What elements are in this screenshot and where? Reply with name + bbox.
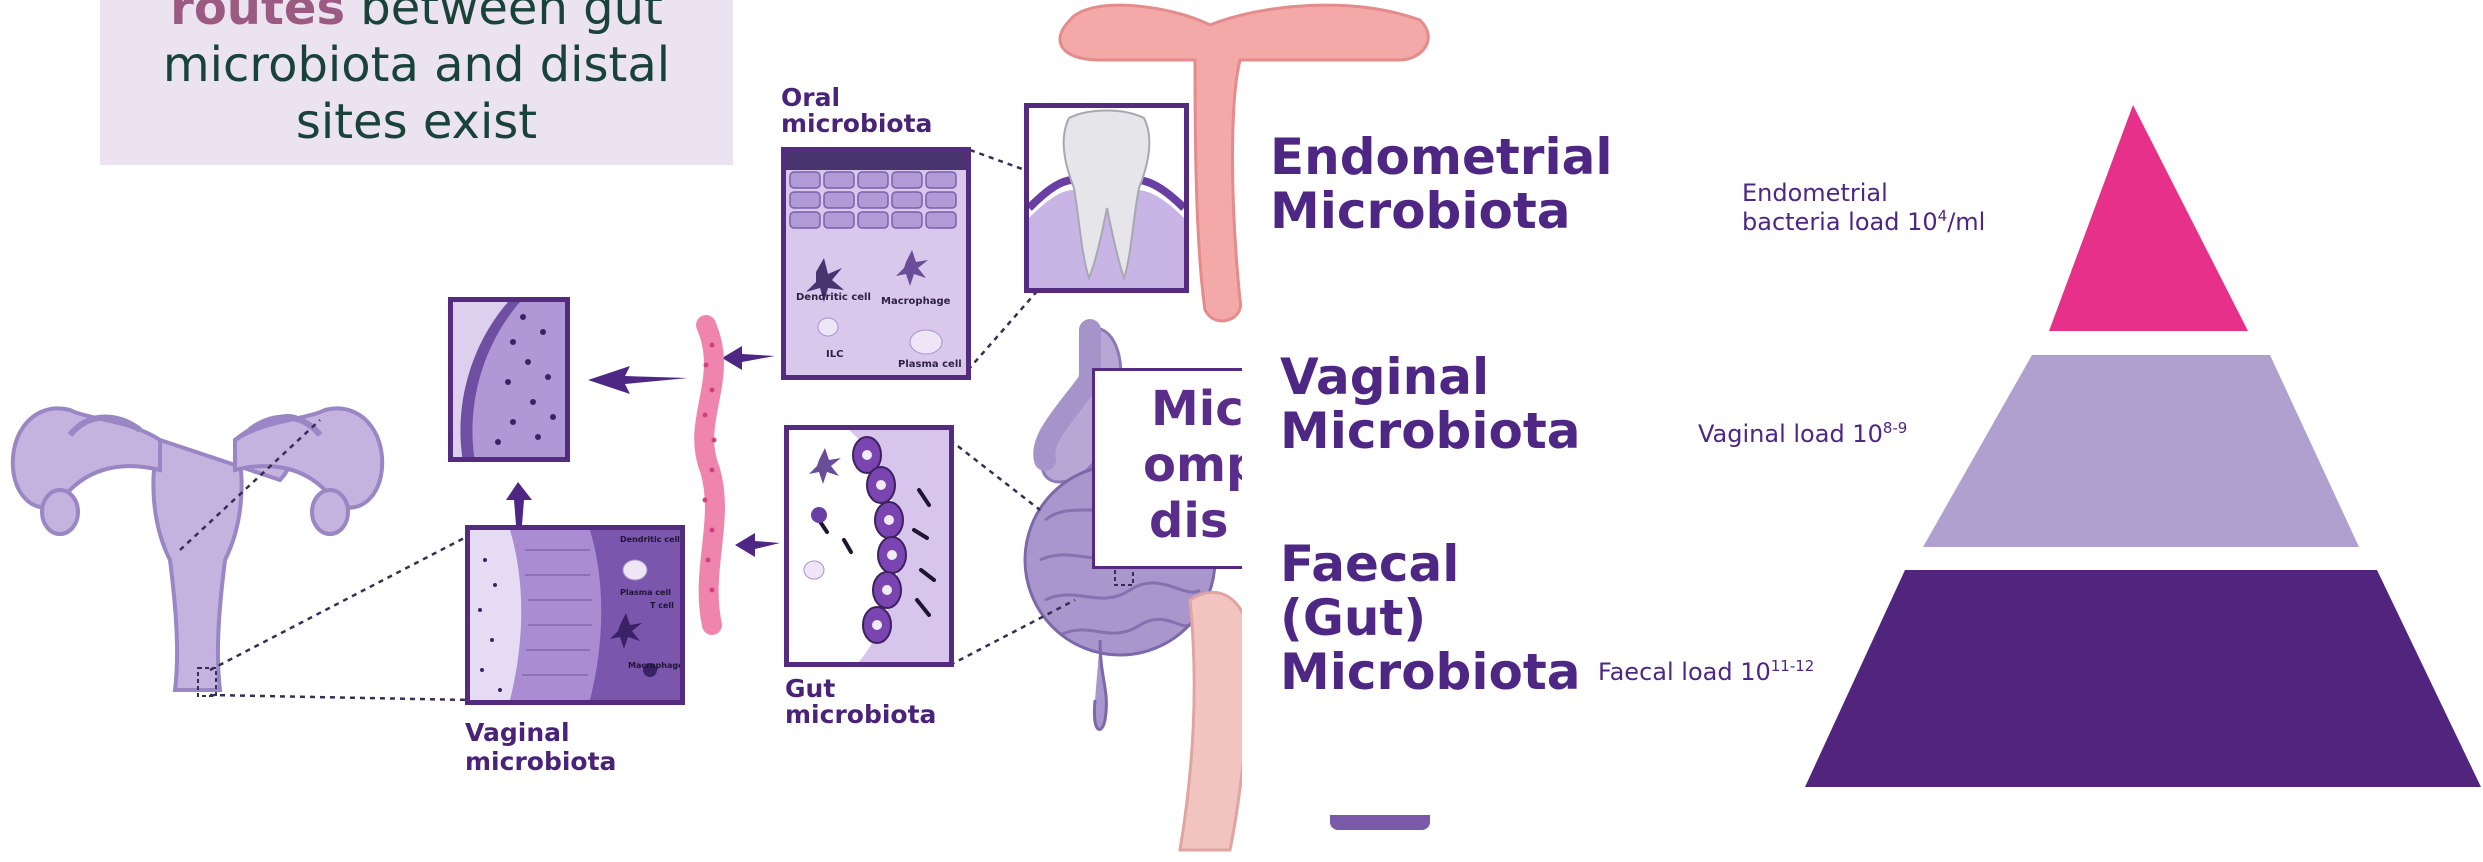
- oral-tissue-box: Dendritic cell Macrophage ILC Plasma cel…: [781, 147, 971, 380]
- oral-tissue-art: Dendritic cell Macrophage ILC Plasma cel…: [786, 152, 966, 375]
- endometrium-tissue-art: [453, 302, 565, 457]
- vaginal-tissue-box: Dendritic cell Plasma cell T cell Macrop…: [465, 525, 685, 705]
- pyramid-graphic: [1242, 65, 2483, 815]
- dendritic-cell-gut-label: Dendritic cell: [620, 535, 680, 544]
- gut-tissue-art: [789, 430, 949, 662]
- vaginal-tissue-art: Dendritic cell Plasma cell T cell Macrop…: [470, 530, 680, 700]
- dendritic-cell-label: Dendritic cell: [796, 292, 871, 303]
- tooth-box: [1024, 103, 1189, 293]
- endometrium-tissue-box: [448, 297, 570, 462]
- plasma-cell-gut-label: Plasma cell: [620, 588, 671, 597]
- macrophage-label: Macrophage: [881, 296, 951, 307]
- ilc-label: ILC: [826, 349, 843, 360]
- plasma-cell-label: Plasma cell: [898, 359, 962, 370]
- gut-microbiota-label: Gut microbiota: [785, 676, 936, 728]
- endometrial-pyramid-tier: [2049, 105, 2248, 331]
- gut-tissue-box: [784, 425, 954, 667]
- t-cell-label: T cell: [650, 601, 674, 610]
- load-pyramid-panel: Endometrial Microbiota Vaginal Microbiot…: [1242, 65, 2483, 815]
- macrophage-gut-label: Macrophage: [628, 661, 680, 670]
- tooth-art: [1029, 108, 1184, 288]
- pelvis-illustration: [1180, 592, 1250, 850]
- uterus-illustration: [13, 408, 382, 690]
- oral-microbiota-label: Oral microbiota: [781, 85, 932, 137]
- blood-vessel: [704, 325, 715, 625]
- vaginal-pyramid-tier: [1923, 355, 2359, 547]
- faecal-pyramid-tier: [1805, 570, 2481, 787]
- vaginal-microbiota-label: Vaginal microbiota: [465, 718, 616, 776]
